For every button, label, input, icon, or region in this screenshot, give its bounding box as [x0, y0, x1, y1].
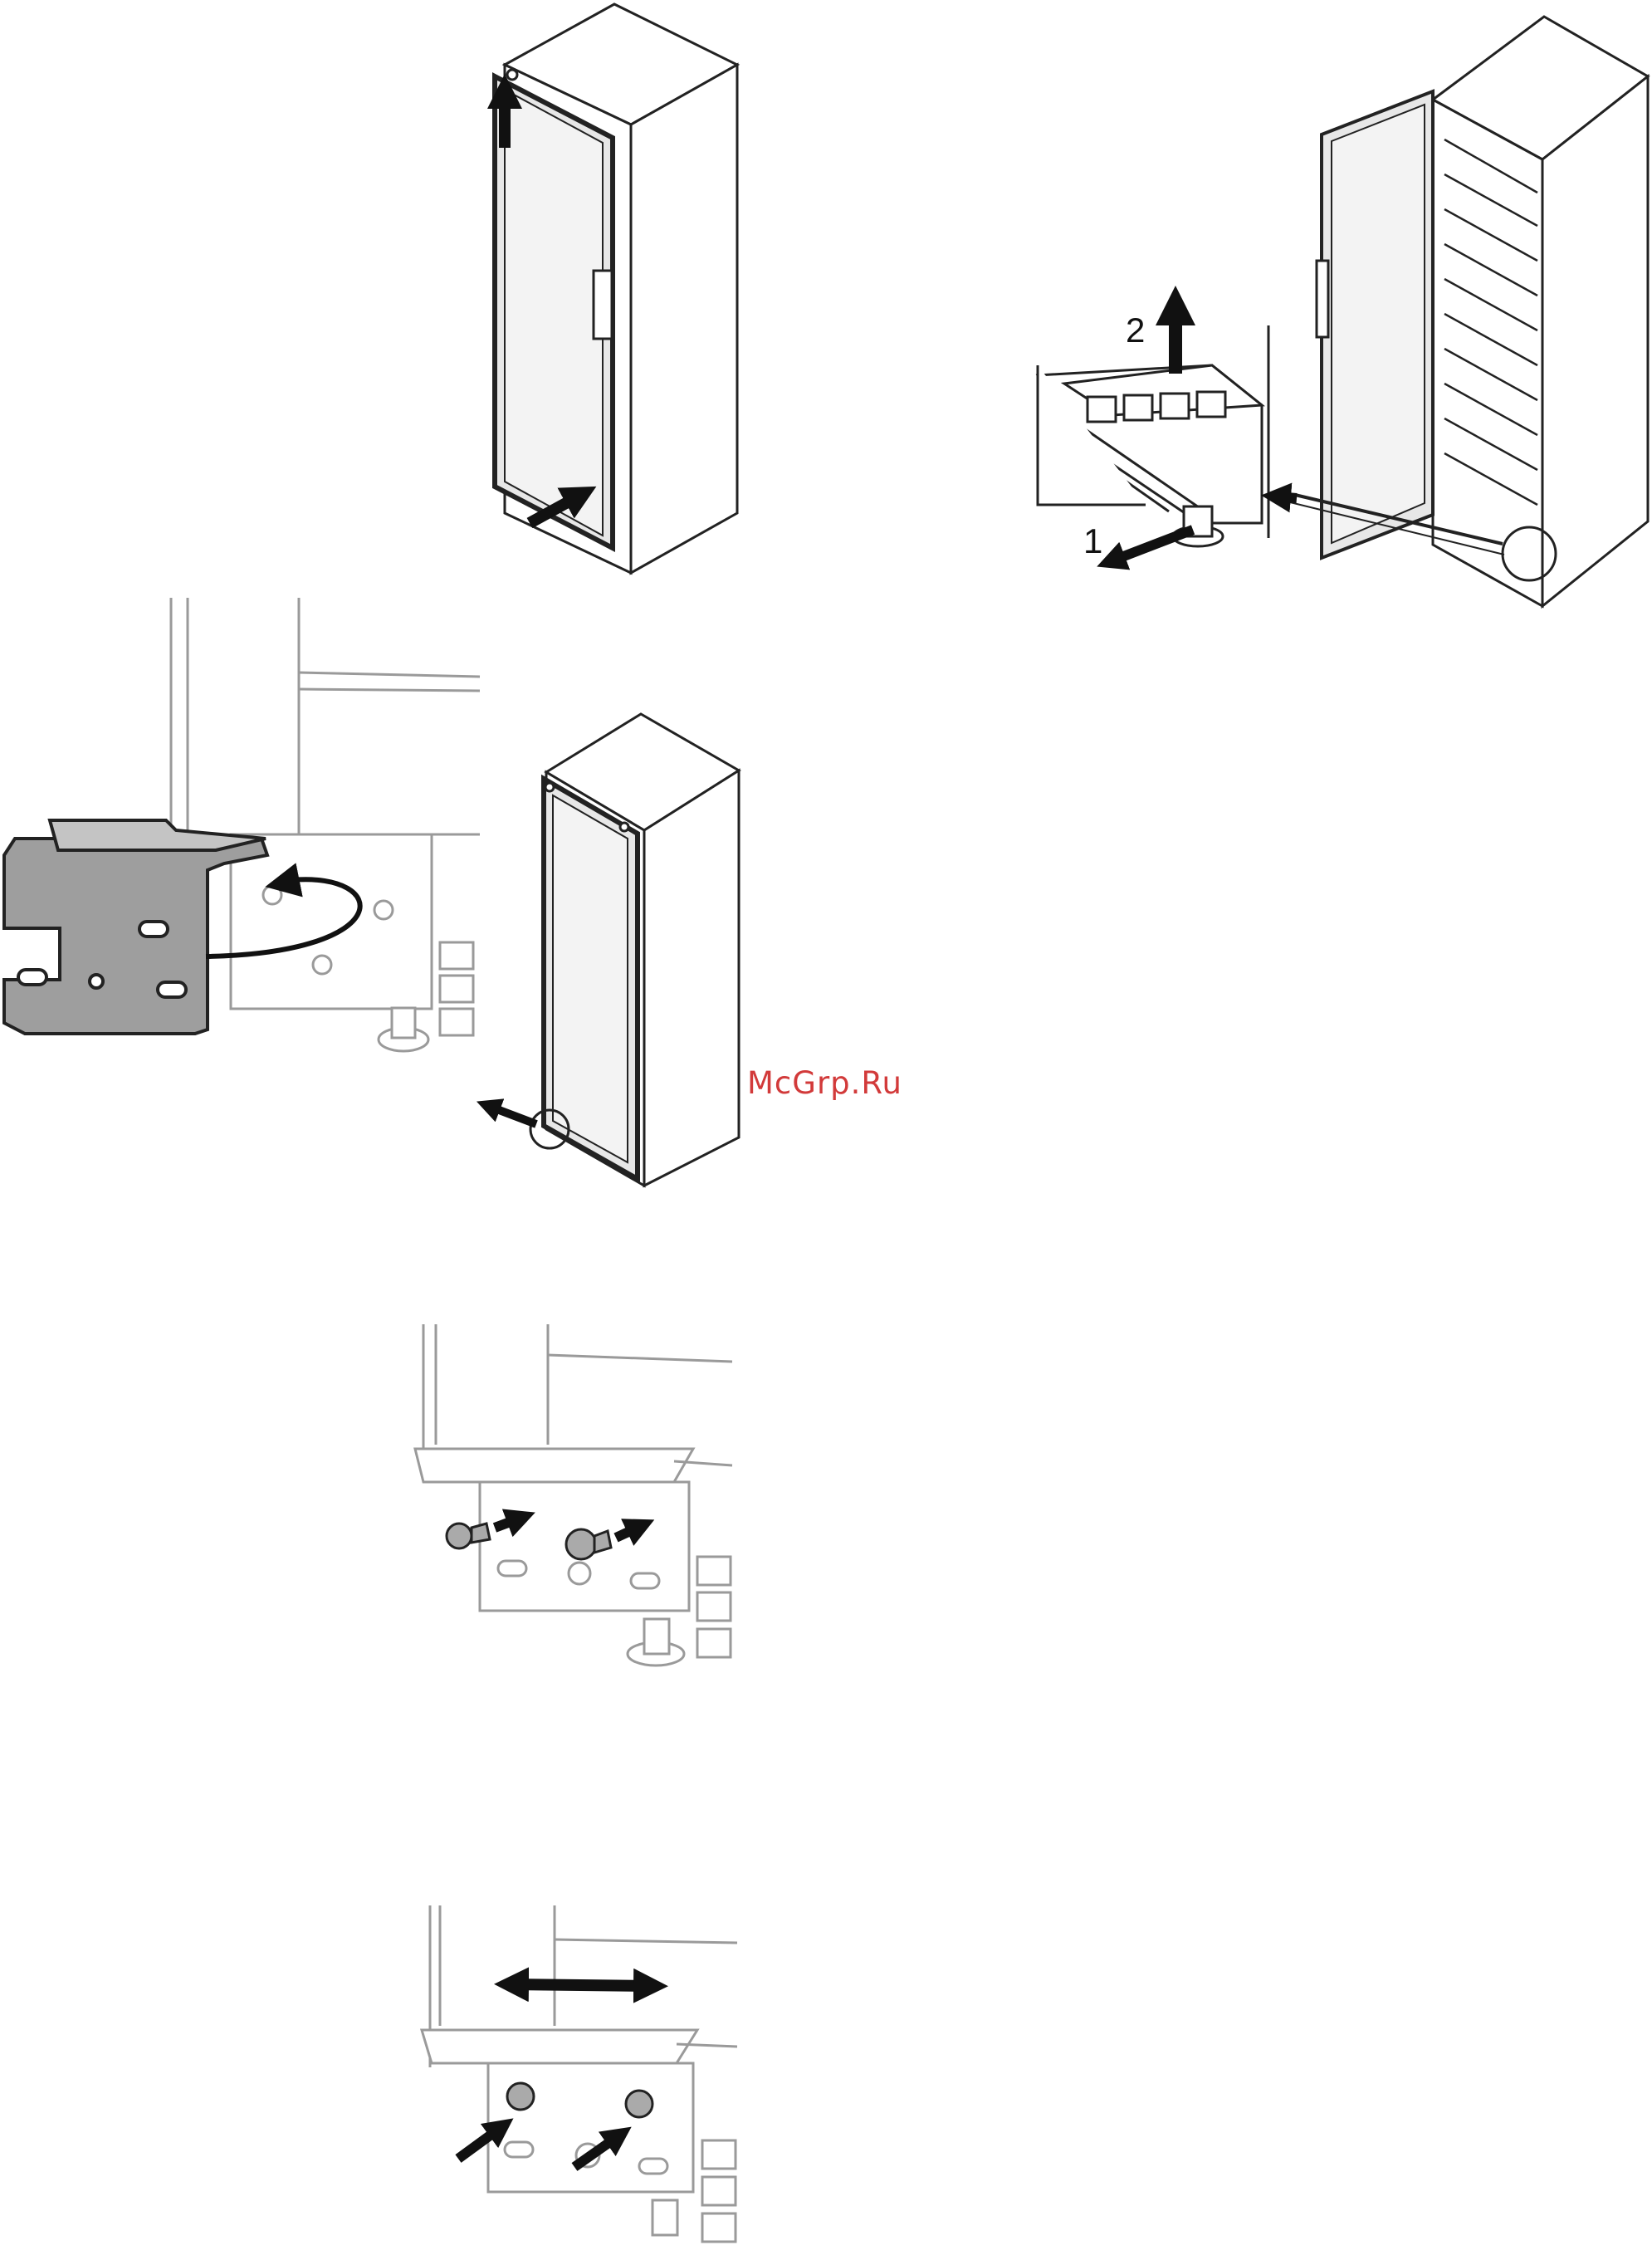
figure-screw-insertion [415, 1324, 732, 1665]
figure-door-removal [495, 4, 737, 573]
watermark: McGrp.Ru [747, 1065, 902, 1101]
step-1-label: 1 [1083, 521, 1102, 560]
figure-closed-cabinet [488, 714, 739, 1186]
figure-open-cabinet: 2 1 [1038, 17, 1648, 606]
bracket-illustration [4, 820, 267, 1034]
figure-hinge-rotation [171, 598, 480, 1051]
figure-bracket-adjustment [422, 1905, 737, 2242]
step-2-label: 2 [1126, 311, 1145, 350]
